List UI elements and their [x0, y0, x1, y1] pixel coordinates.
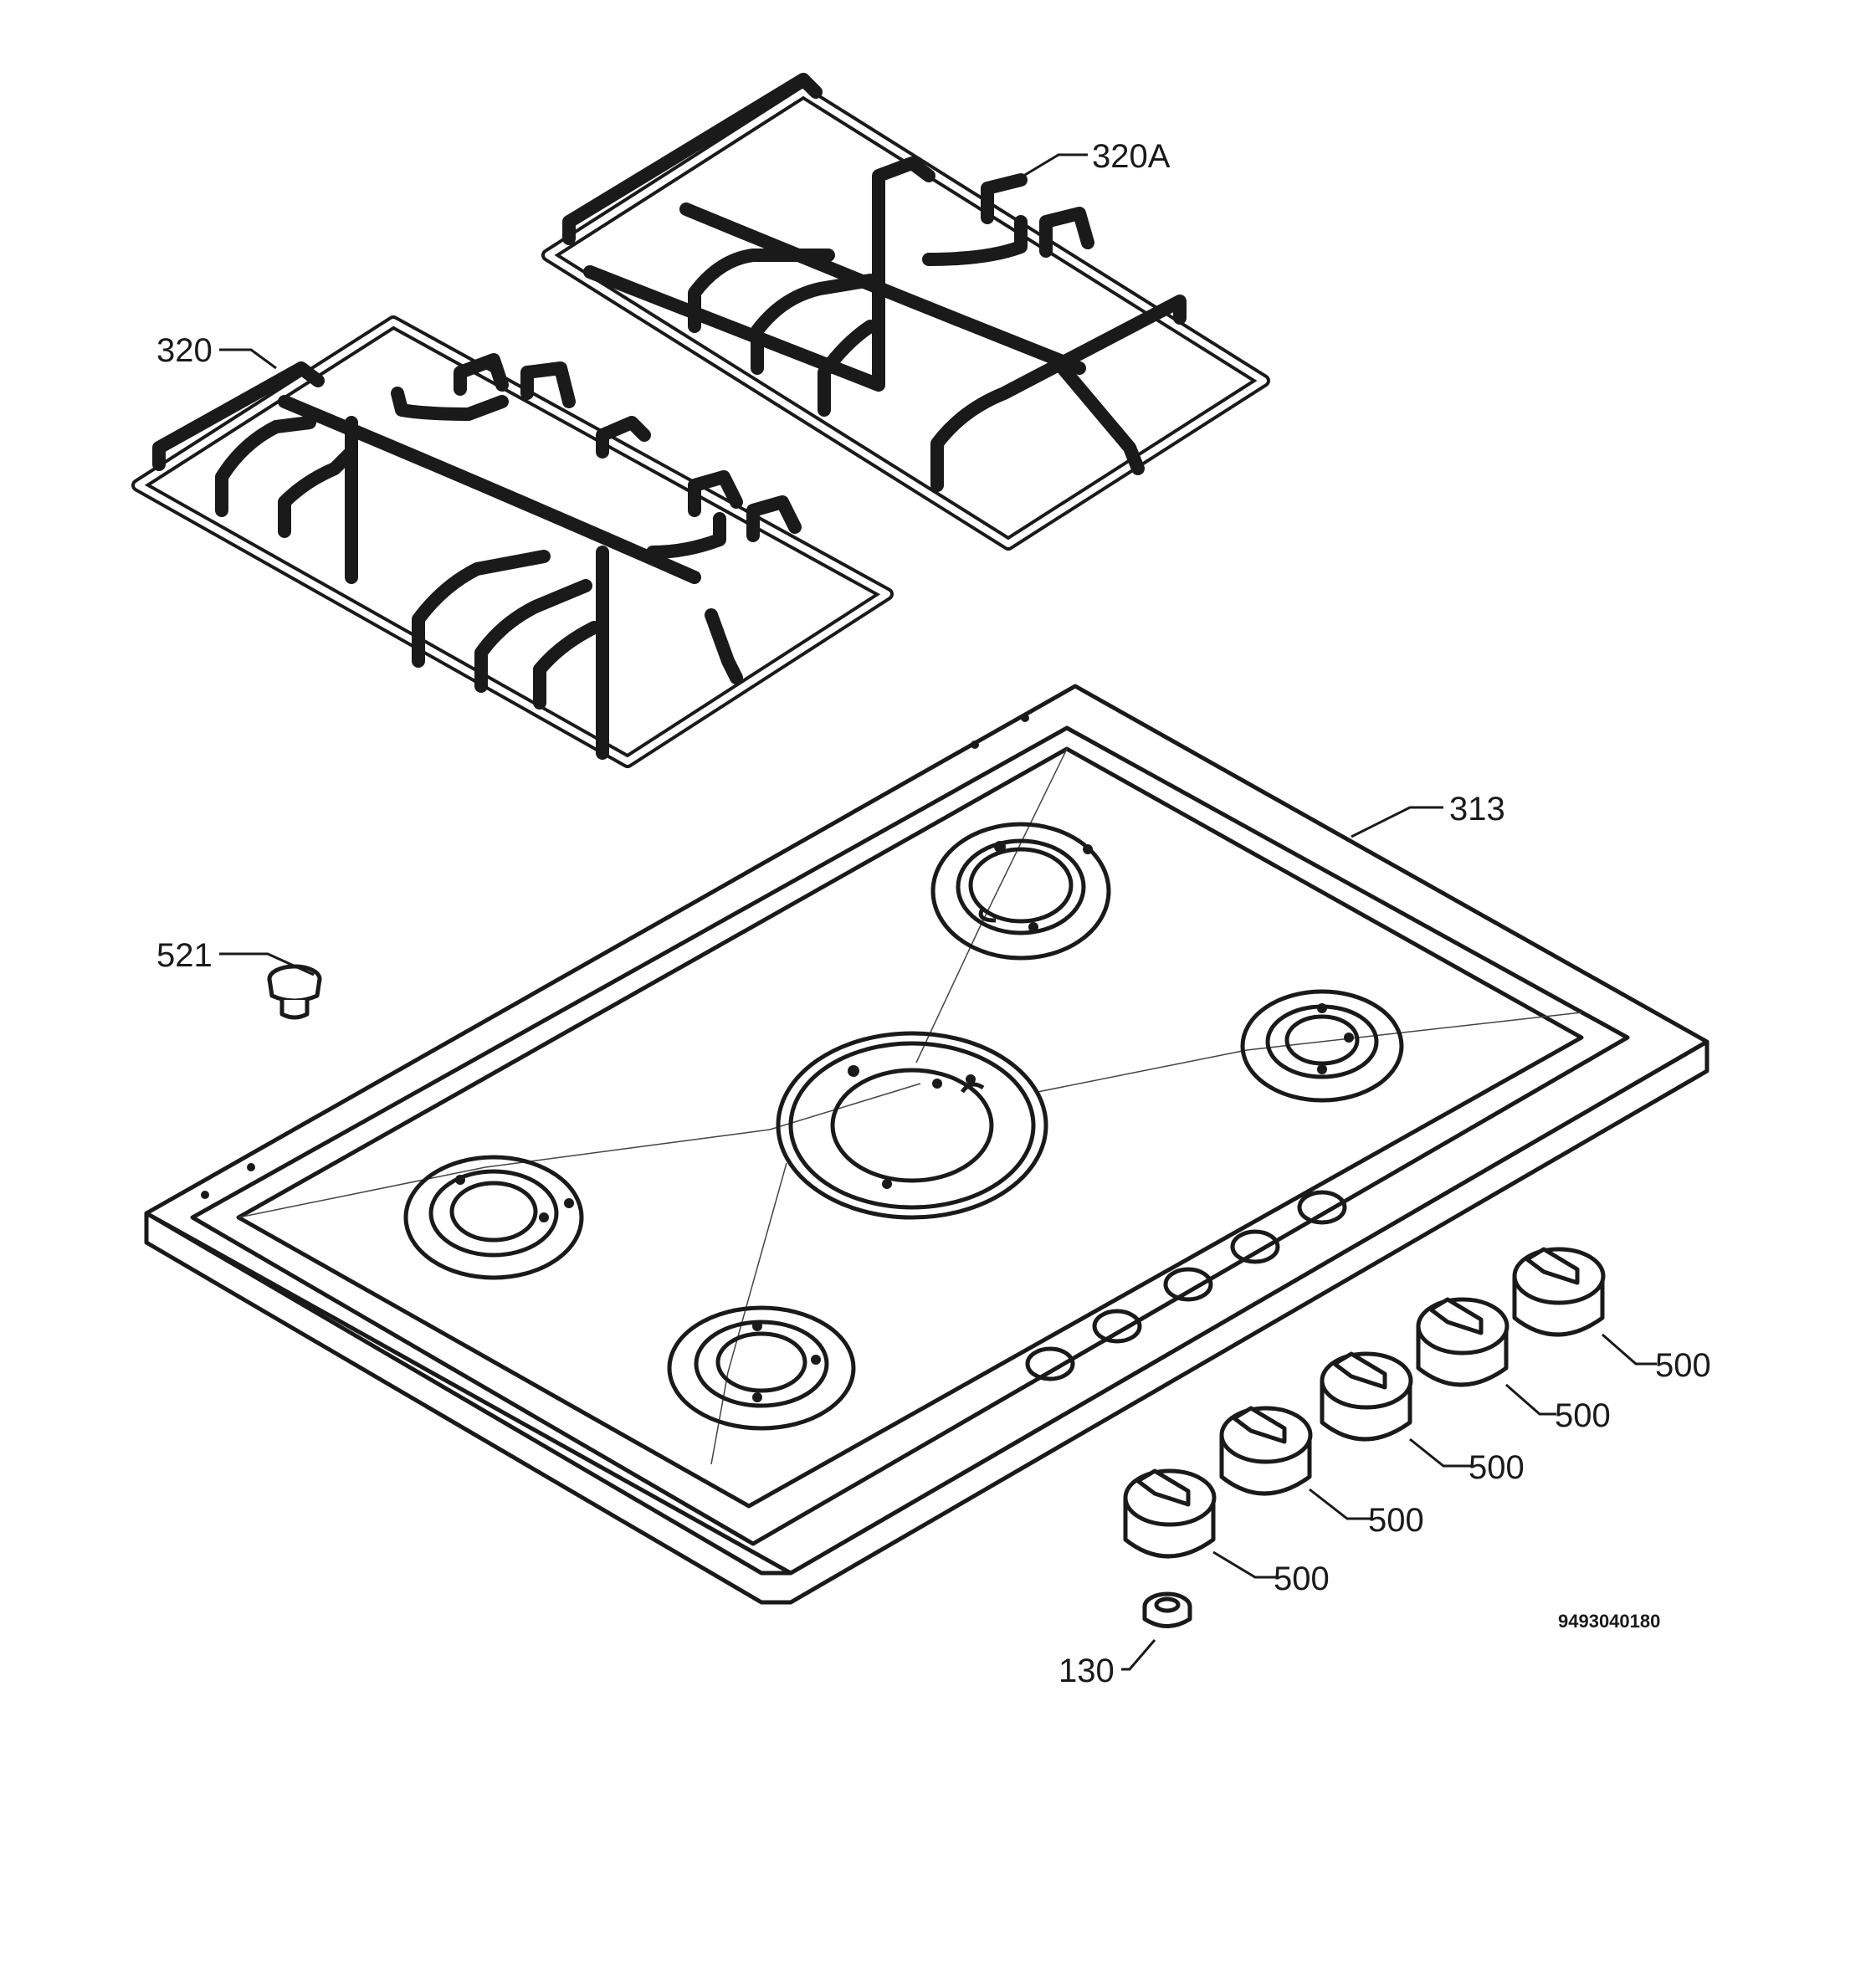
- burner-rear-large: [930, 822, 1111, 961]
- label-500-knob-1: 500: [1274, 1560, 1330, 1597]
- pan-support-320A[interactable]: [541, 73, 1270, 551]
- burner-left-medium: [403, 1155, 584, 1280]
- label-500-knob-5: 500: [1655, 1347, 1711, 1384]
- hob-top-313[interactable]: [144, 684, 1709, 1605]
- label-500-knob-4: 500: [1555, 1397, 1611, 1434]
- knob-2[interactable]: [1219, 1406, 1313, 1496]
- label-130: 130: [1058, 1653, 1115, 1689]
- label-313: 313: [1449, 791, 1505, 828]
- label-500-knob-2: 500: [1368, 1502, 1424, 1539]
- pan-support-320[interactable]: [131, 315, 894, 768]
- burner-right-small: [1240, 989, 1404, 1103]
- label-320: 320: [156, 332, 213, 369]
- drawing-number: 9493040180: [1558, 1611, 1660, 1632]
- burner-front: [667, 1305, 856, 1431]
- knob-1[interactable]: [1123, 1468, 1217, 1559]
- label-521: 521: [156, 937, 213, 974]
- knob-4[interactable]: [1416, 1297, 1510, 1387]
- knob-3[interactable]: [1320, 1351, 1413, 1442]
- screw-521[interactable]: [267, 964, 322, 1020]
- seal-130[interactable]: [1142, 1591, 1192, 1628]
- label-500-knob-3: 500: [1469, 1449, 1525, 1486]
- label-320A: 320A: [1092, 138, 1171, 175]
- burner-centre-triple: [776, 1031, 1048, 1220]
- knob-5[interactable]: [1512, 1247, 1606, 1337]
